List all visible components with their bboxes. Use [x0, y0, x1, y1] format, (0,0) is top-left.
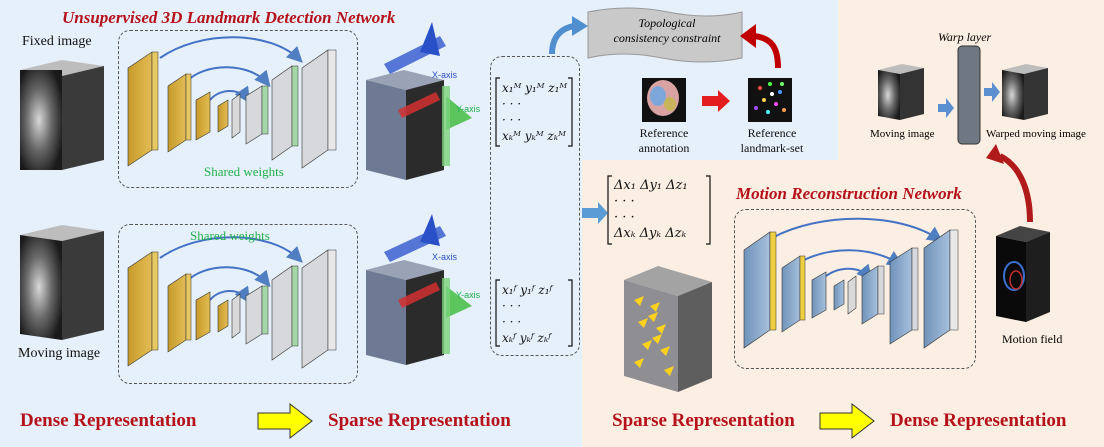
displacement-matrix: Δx₁ Δy₁ Δz₁· · · · · ·Δxₖ Δyₖ Δzₖ	[614, 178, 688, 241]
y-axis-label-top: Y-axis	[456, 104, 481, 114]
bottom-right-sparse-label: Sparse Representation	[612, 410, 795, 431]
matrix-brackets	[495, 77, 711, 347]
x-axis-label-bottom: X-axis	[432, 252, 458, 262]
unet-top	[127, 36, 337, 169]
heatmap-cube-top	[366, 22, 472, 180]
displacement-cube	[624, 266, 712, 392]
motion-network-title: Motion Reconstruction Network	[736, 184, 962, 203]
warp-moving-image-label: Moving image	[870, 128, 935, 140]
shared-weights-top-label: Shared weights	[204, 164, 284, 179]
to-constraint-arrow	[549, 23, 575, 55]
x-axis-label-top: X-axis	[432, 70, 458, 80]
motion-field-label: Motion field	[1002, 332, 1063, 346]
y-axis-label-bottom: Y-axis	[456, 290, 481, 300]
detection-network-bottom-box	[118, 224, 358, 384]
bottom-left-dense-label: Dense Representation	[20, 410, 197, 431]
to-delta-arrow	[582, 202, 608, 224]
detection-network-title: Unsupervised 3D Landmark Detection Netwo…	[62, 8, 396, 27]
fixed-image-cube	[20, 60, 104, 170]
warp-layer-title: Warp layer	[938, 30, 992, 44]
reference-annotation-image	[642, 78, 686, 122]
moving-image-label: Moving image	[18, 346, 101, 361]
moving-landmark-matrix: x₁ᴹ y₁ᴹ z₁ᴹ· · · · · ·xₖᴹ yₖᴹ zₖᴹ	[502, 81, 568, 143]
constraint-red-arrow	[753, 33, 781, 69]
motion-network-box	[734, 209, 976, 369]
dense-to-sparse-arrow	[257, 402, 313, 440]
detection-network-top-box	[118, 30, 358, 188]
shared-weights-bottom-label: Shared weights	[190, 228, 270, 243]
unet-bottom	[127, 236, 337, 369]
constraint-banner	[587, 7, 743, 63]
warped-moving-image-label: Warped moving image	[986, 128, 1086, 140]
motion-to-warp-arrow	[998, 153, 1033, 223]
heatmap-cube-bottom	[366, 214, 472, 365]
sparse-to-dense-arrow	[819, 402, 875, 440]
fixed-image-label: Fixed image	[22, 34, 92, 49]
motion-field-image	[996, 226, 1050, 322]
motion-unet	[743, 217, 959, 349]
reference-landmark-image	[748, 78, 792, 122]
moving-image-cube	[20, 225, 104, 340]
warp-images	[878, 45, 1048, 145]
fixed-landmark-matrix: x₁ᶠ y₁ᶠ z₁ᶠ· · · · · ·xₖᶠ yₖᶠ zₖᶠ	[502, 283, 553, 345]
landmark-matrices-box	[490, 56, 580, 356]
annotation-to-landmark-arrow	[702, 90, 730, 112]
bottom-left-sparse-label: Sparse Representation	[328, 410, 511, 431]
bottom-right-dense-label: Dense Representation	[890, 410, 1067, 431]
